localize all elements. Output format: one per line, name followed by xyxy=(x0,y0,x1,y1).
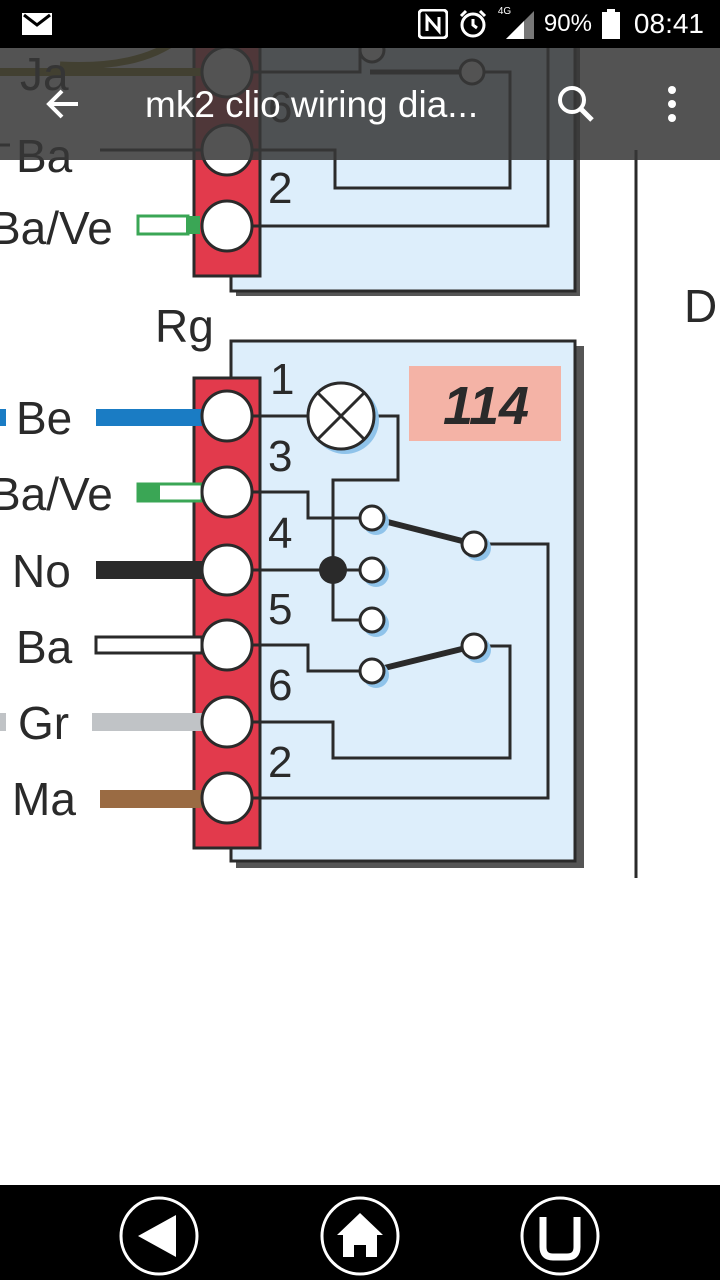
pin-5: 5 xyxy=(268,585,292,634)
battery-percent: 90% xyxy=(543,10,592,37)
nav-home-icon[interactable] xyxy=(319,1195,401,1277)
wire-grey xyxy=(92,713,202,731)
wire-label-ma: Ma xyxy=(12,773,76,825)
document-title: mk2 clio wiring dia... xyxy=(145,84,479,125)
nav-recents-icon[interactable] xyxy=(519,1195,601,1277)
navigation-bar xyxy=(0,1185,720,1280)
network-type: 4G xyxy=(497,6,512,17)
wiring-diagram: Ja Ba Ba/Ve 6 2 D 114 Rg xyxy=(0,0,717,878)
clock: 08:41 xyxy=(633,8,704,39)
overflow-menu-icon[interactable] xyxy=(648,80,696,128)
app-toolbar: mk2 clio wiring dia... xyxy=(0,48,720,160)
nav-back-icon[interactable] xyxy=(118,1195,200,1277)
top-pin-2: 2 xyxy=(268,164,292,213)
lamp-symbol xyxy=(306,381,379,454)
pin-4: 4 xyxy=(268,509,292,558)
nfc-icon xyxy=(417,9,448,39)
back-arrow-icon[interactable] xyxy=(40,80,88,128)
battery-icon xyxy=(601,9,620,39)
pin-2: 2 xyxy=(268,738,292,787)
right-edge-label: D xyxy=(684,280,717,332)
mail-icon xyxy=(22,13,52,35)
signal-icon: 4G xyxy=(497,6,534,39)
top-wire-label-ba-ve: Ba/Ve xyxy=(0,202,113,254)
wire-black xyxy=(96,561,202,579)
search-icon[interactable] xyxy=(552,80,600,128)
pin-1: 1 xyxy=(270,355,294,404)
wire-white xyxy=(94,635,204,655)
component-number-badge xyxy=(409,366,561,441)
wire-brown xyxy=(100,790,202,808)
pin-3: 3 xyxy=(268,432,292,481)
wire-label-ba-ve: Ba/Ve xyxy=(0,468,113,520)
wire-label-ba: Ba xyxy=(16,621,73,673)
connector-color-label: Rg xyxy=(155,300,214,352)
wire-label-gr: Gr xyxy=(18,697,69,749)
wire-label-be: Be xyxy=(16,392,72,444)
pin-6: 6 xyxy=(268,661,292,710)
wire-blue xyxy=(96,409,202,426)
component-number: 114 xyxy=(443,376,529,436)
terminal-strip xyxy=(192,376,262,850)
status-bar: 4G 90% 08:41 xyxy=(0,0,720,48)
connector-114: 114 Rg xyxy=(0,300,584,868)
alarm-icon xyxy=(459,9,486,38)
wire-label-no: No xyxy=(12,545,71,597)
